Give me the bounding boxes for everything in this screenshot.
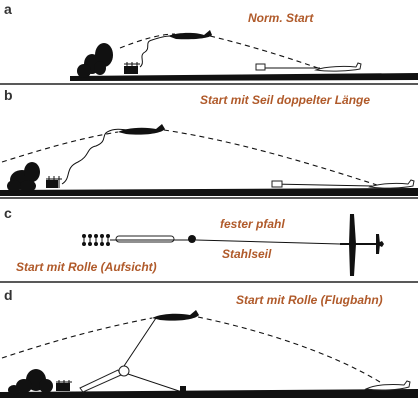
glider-ground-a [314, 62, 362, 72]
glider-flying-d [152, 310, 199, 321]
winch-a [124, 62, 140, 74]
panel-label-a: Norm. Start [248, 11, 314, 25]
trees-d [8, 369, 53, 395]
flight-path-d2 [197, 316, 381, 383]
cable-drum-c [115, 235, 175, 243]
winch-b [46, 176, 62, 188]
release-box-a [255, 63, 266, 71]
tow-cable-d [123, 317, 157, 367]
panel-c: c fester pfahl Stahlseil Start mit Rolle… [4, 205, 384, 276]
glider-ground-d [364, 380, 411, 391]
tow-cable-a [139, 35, 171, 68]
stake-cable-d [127, 373, 183, 393]
trees-b [7, 162, 40, 192]
winch-d [56, 380, 72, 391]
glider-flying-a [168, 30, 212, 40]
steel-cable-c [195, 239, 360, 245]
release-box-b [271, 180, 283, 188]
ground-strip-b [0, 188, 418, 196]
annotation-fixed-stake: fester pfahl [220, 217, 285, 231]
flight-path-b1 [1, 131, 119, 163]
ground-cable-b [271, 183, 373, 187]
cable-drum-d [79, 369, 122, 393]
panel-label-c: Start mit Rolle (Aufsicht) [16, 260, 157, 274]
tow-cable-b [61, 128, 129, 185]
flight-path-a2 [209, 35, 319, 69]
glider-topview-c [340, 214, 384, 276]
annotation-steel-cable: Stahlseil [222, 247, 272, 261]
winch-c [82, 234, 110, 246]
glider-flying-b [118, 124, 165, 135]
flight-path-d1 [1, 317, 153, 359]
panel-letter-d: d [4, 287, 13, 303]
flight-path-a1 [119, 33, 176, 49]
panel-label-d: Start mit Rolle (Flugbahn) [236, 293, 383, 307]
ground-strip-d [0, 389, 418, 398]
panel-letter-b: b [4, 87, 13, 103]
panel-b: b Start mit Seil doppelter Länge [0, 87, 418, 196]
pulley-d [118, 365, 130, 377]
flight-path-b2 [163, 129, 381, 187]
panel-letter-c: c [4, 205, 12, 221]
fixed-stake-c [188, 235, 196, 243]
panel-label-b: Start mit Seil doppelter Länge [200, 93, 370, 107]
ground-strip-a [70, 73, 418, 81]
panel-a: a Norm. Start [4, 1, 418, 81]
panel-d: d Start mit Rolle (Flugbahn) [0, 287, 418, 398]
fixed-stake-d [180, 386, 186, 393]
panel-letter-a: a [4, 1, 12, 17]
trees-a [77, 43, 113, 78]
glider-ground-b [368, 179, 415, 189]
